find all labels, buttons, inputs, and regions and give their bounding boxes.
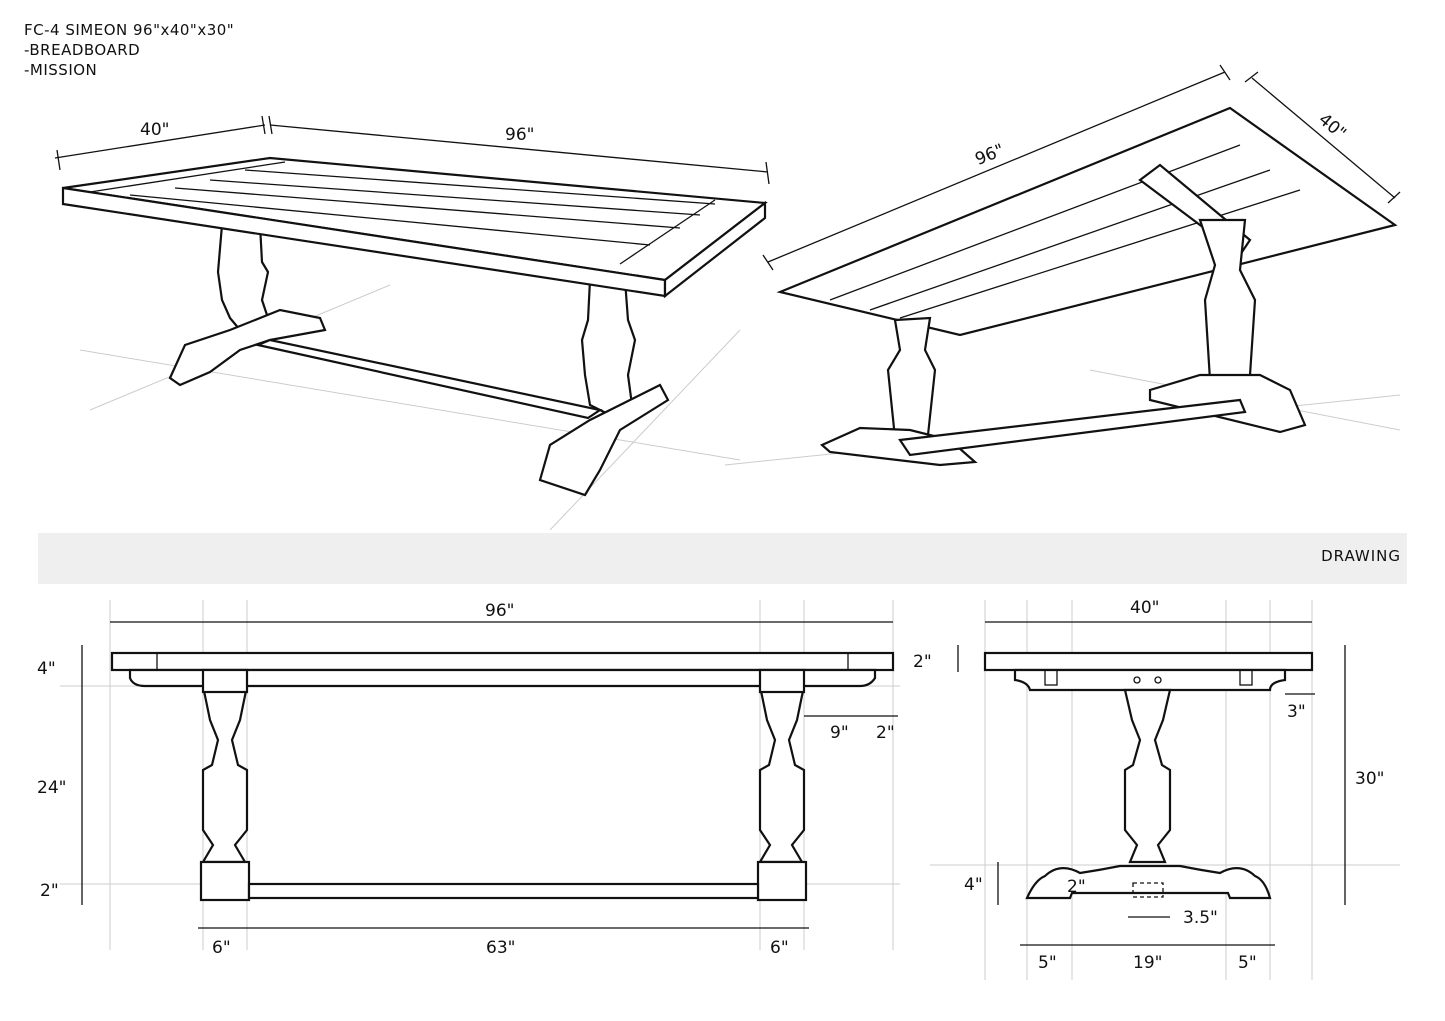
- dim-length: 96": [505, 125, 534, 145]
- perspective-top-view: 40" 96": [54, 115, 770, 531]
- dim-apron-offset: 2": [876, 723, 895, 743]
- dim-width: 40": [140, 120, 169, 140]
- dim-foot-height: 4": [964, 875, 983, 895]
- banner-label: DRAWING: [1321, 547, 1401, 565]
- dim-top-thickness: 2": [913, 652, 932, 672]
- dim-apron-inset: 3": [1287, 702, 1306, 722]
- dim-notch-height: 2": [1067, 877, 1086, 897]
- dim-top-thickness: 4": [37, 659, 56, 679]
- dim-leg-height: 24": [37, 778, 66, 798]
- dim-width: 40": [1314, 110, 1349, 144]
- dim-length: 96": [972, 140, 1007, 170]
- dim-length: 96": [485, 601, 514, 621]
- dim-stretcher-height: 2": [40, 881, 59, 901]
- front-elevation: 96" 4" 24" 2" 9" 2" 6" 63" 6": [37, 600, 900, 958]
- section-banner: DRAWING: [38, 533, 1407, 584]
- dim-foot-left: 6": [212, 938, 231, 958]
- dim-foot-right: 6": [770, 938, 789, 958]
- dim-total-height: 30": [1355, 769, 1384, 789]
- dim-foot-center: 19": [1133, 953, 1162, 973]
- dim-width: 40": [1130, 598, 1159, 618]
- dim-notch-width: 3.5": [1183, 908, 1218, 928]
- perspective-under-view: 96" 40": [724, 64, 1401, 467]
- option-mission: -MISSION: [24, 61, 98, 79]
- dim-stretcher-length: 63": [486, 938, 515, 958]
- dim-overhang: 9": [830, 723, 849, 743]
- side-elevation: 40" 2" 3" 30" 4" 2" 3.5" 5" 19" 5": [913, 598, 1400, 980]
- dim-foot-left: 5": [1038, 953, 1057, 973]
- drawing-title: FC-4 SIMEON 96"x40"x30": [24, 21, 235, 39]
- option-breadboard: -BREADBOARD: [24, 41, 141, 59]
- dim-foot-right: 5": [1238, 953, 1257, 973]
